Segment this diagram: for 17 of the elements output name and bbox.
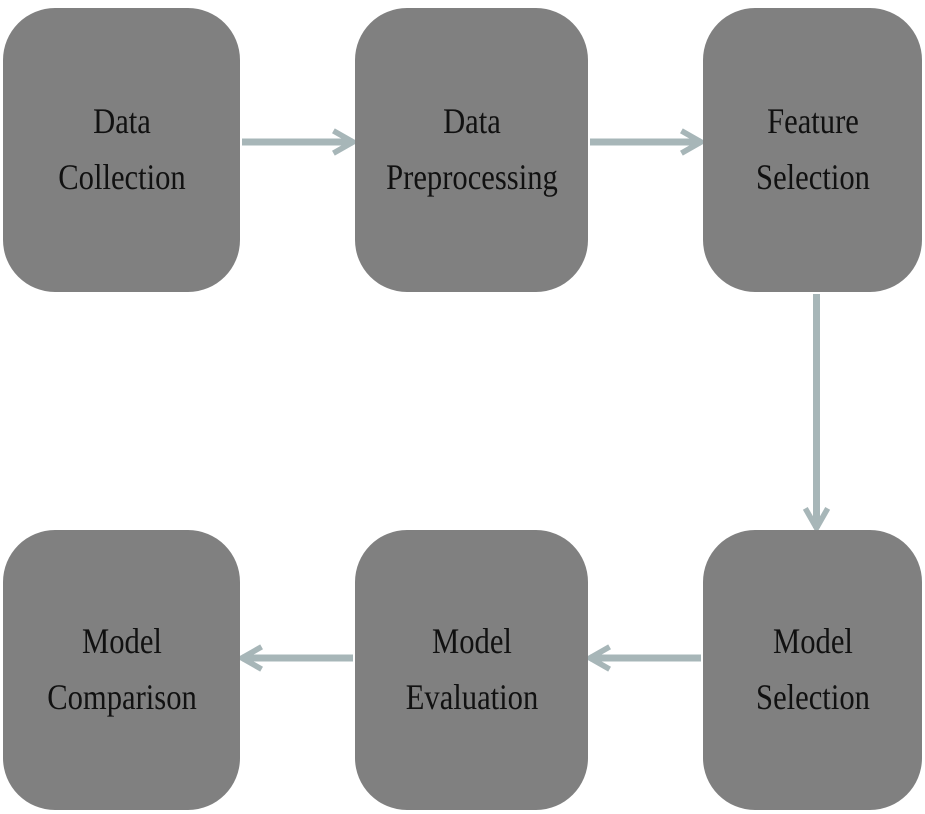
process-box <box>3 530 240 810</box>
arrow <box>587 644 701 672</box>
box-label: Data Collection <box>58 100 186 199</box>
process-box <box>355 530 588 810</box>
box-label: Model Evaluation <box>405 620 538 719</box>
box-label: Feature Selection <box>756 100 870 199</box>
box-label: Data Preprocessing <box>386 100 558 199</box>
arrow <box>242 128 356 156</box>
process-box <box>3 8 240 292</box>
arrow <box>590 128 704 156</box>
arrow <box>802 294 830 531</box>
process-box <box>355 8 588 292</box>
arrow <box>239 644 353 672</box>
box-label: Model Comparison <box>46 620 196 719</box>
box-label: Model Selection <box>756 620 870 719</box>
process-box <box>703 8 922 292</box>
process-box <box>703 530 922 810</box>
